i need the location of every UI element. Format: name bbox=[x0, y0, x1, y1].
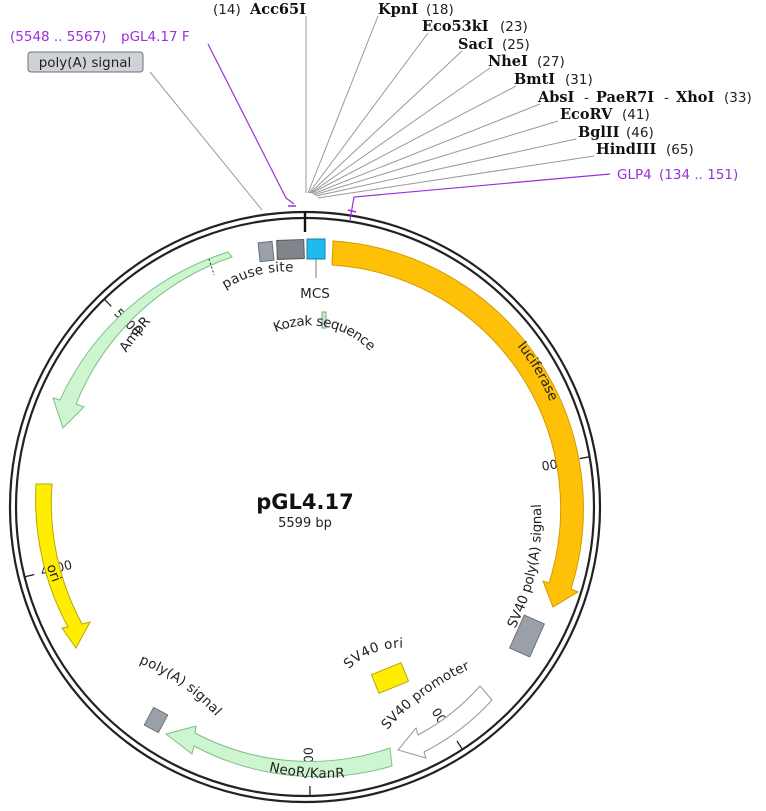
site-name: HindIII bbox=[596, 141, 656, 158]
site-name: KpnI bbox=[378, 1, 418, 18]
tick-mark bbox=[579, 456, 590, 460]
plasmid-name: pGL4.17 bbox=[256, 490, 353, 514]
pgl417f-label: pGL4.17 F bbox=[121, 29, 190, 45]
site-name: BmtI bbox=[514, 71, 555, 88]
luciferase-arrow bbox=[331, 240, 584, 608]
site-leader-line bbox=[310, 67, 491, 194]
polya-top-box bbox=[257, 240, 275, 263]
glp4-range: (134 .. 151) bbox=[659, 167, 738, 183]
backbone bbox=[8, 210, 602, 804]
site-separator: - bbox=[584, 90, 589, 106]
primer-tick bbox=[347, 209, 357, 213]
site-position: (31) bbox=[565, 72, 593, 88]
site-position: (25) bbox=[502, 37, 530, 53]
site-name: SacI bbox=[458, 36, 494, 53]
site-position: (27) bbox=[537, 54, 565, 70]
site-name: AbsI bbox=[537, 89, 575, 106]
polya-bottom-label: poly(A) signal bbox=[137, 652, 224, 719]
site-position: (46) bbox=[626, 125, 654, 141]
glp4-leader-line bbox=[349, 173, 611, 221]
site-leader-line bbox=[308, 32, 429, 194]
site-leader-line bbox=[315, 138, 577, 197]
plasmid-size: 5599 bp bbox=[278, 516, 332, 531]
site-name: NheI bbox=[488, 53, 528, 70]
tick-mark bbox=[24, 573, 35, 578]
site-name: Eco53kI bbox=[422, 18, 489, 35]
tick-mark bbox=[456, 740, 463, 750]
neor-arrow bbox=[164, 725, 393, 778]
site-position: (23) bbox=[500, 19, 528, 35]
polya-top-callout-label: poly(A) signal bbox=[39, 55, 132, 71]
leader-lines bbox=[149, 15, 611, 221]
sv40-promoter-arrow bbox=[397, 685, 493, 759]
tick-mark bbox=[103, 298, 112, 307]
site-position: (14) bbox=[213, 2, 241, 18]
site-name: BglII bbox=[578, 124, 620, 141]
site-leader-line bbox=[311, 85, 517, 194]
site-separator: - bbox=[664, 90, 669, 106]
ampr-dotted-marker bbox=[208, 258, 215, 276]
site-leader-line bbox=[312, 103, 541, 195]
mcs-box bbox=[306, 238, 326, 260]
ori-label: ori bbox=[43, 562, 64, 584]
tick-layer: 10002000300040005000 bbox=[24, 298, 590, 796]
site-position: (41) bbox=[622, 107, 650, 123]
site-name: EcoRV bbox=[560, 106, 613, 123]
kozak-box bbox=[321, 311, 327, 329]
site-leader-line bbox=[309, 50, 463, 194]
site-leader-line bbox=[307, 15, 379, 194]
site-name: XhoI bbox=[676, 89, 714, 106]
polya-bottom-box bbox=[143, 706, 169, 734]
mcs-label: MCS bbox=[300, 286, 330, 302]
sv40-polya-label: SV40 poly(A) signal bbox=[504, 504, 545, 631]
polya-leader-line bbox=[149, 71, 263, 211]
glp4-label: GLP4 bbox=[617, 167, 652, 183]
ampr-arrow bbox=[52, 251, 233, 429]
site-name: PaeR7I bbox=[596, 89, 654, 106]
site-position: (65) bbox=[666, 142, 694, 158]
site-position: (18) bbox=[426, 2, 454, 18]
site-position: (33) bbox=[724, 90, 752, 106]
ori-arrow bbox=[35, 483, 91, 649]
site-name: Acc65I bbox=[249, 1, 306, 18]
sv40-polya-box bbox=[508, 614, 546, 658]
site-leader-line bbox=[317, 155, 595, 199]
pgl417f-leader-line bbox=[207, 43, 295, 205]
site-leader-line bbox=[313, 120, 559, 196]
pgl417f-range: (5548 .. 5567) bbox=[10, 29, 106, 45]
polya-top-callout bbox=[27, 51, 144, 73]
sv40-ori-box bbox=[370, 662, 410, 694]
pause-site-box bbox=[276, 238, 305, 260]
pause-site-label: pause site bbox=[219, 259, 294, 292]
kozak-label: Kozak sequence bbox=[271, 313, 378, 354]
restriction-sites: (14) Acc65I KpnI (18) Eco53kI (23) SacI … bbox=[213, 1, 752, 158]
